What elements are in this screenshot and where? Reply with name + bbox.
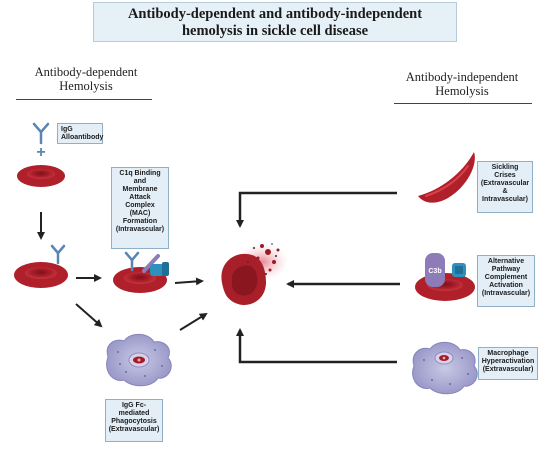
c1q-label-line: (Intravascular) (115, 226, 165, 233)
macrophage-hyperactivation-label: Macrophage Hyperactivation (Extravascula… (478, 347, 538, 380)
alternative-label-line: (Intravascular) (481, 290, 531, 297)
arrow-right-2 (174, 277, 204, 286)
macrophage-right-icon (412, 341, 478, 395)
igg-alloantibody-label: IgG Alloantibody (57, 123, 103, 144)
ruptured-rbc-icon (221, 243, 288, 306)
sickling-crises-label: Sickling Crises (Extravascular & Intrava… (477, 161, 533, 213)
arrow-macrophage (236, 328, 397, 364)
left-heading: Antibody-dependent Hemolysis (16, 65, 156, 93)
igg-fc-phagocytosis-label: IgG Fc- mediated Phagocytosis (Extravasc… (105, 399, 163, 442)
left-heading-line-2: Hemolysis (59, 79, 113, 93)
igg-label-line: Alloantibody (61, 134, 104, 141)
macrophage-label-line: (Extravascular) (482, 366, 534, 373)
alternative-label-line: Pathway (491, 266, 521, 273)
igg-antibody-icon (32, 122, 50, 145)
c1q-label-line: Membrane (122, 186, 158, 193)
arrow-sickling (236, 191, 397, 228)
macrophage-label-line: Macrophage (487, 350, 529, 357)
fc-label-line: Phagocytosis (111, 418, 157, 425)
c1q-label-line: (MAC) (129, 210, 151, 217)
right-heading-rule (394, 103, 532, 104)
rbc-c3b-icon (415, 253, 475, 301)
macrophage-label-line: Hyperactivation (481, 358, 535, 365)
alternative-label-line: Activation (489, 282, 523, 289)
fc-label-line: IgG Fc- (121, 402, 147, 409)
sickling-label-line: Intravascular) (482, 196, 528, 203)
plus-sign: + (36, 144, 45, 161)
alternative-pathway-label: Alternative Pathway Complement Activatio… (477, 255, 535, 307)
right-heading-line-1: Antibody-independent (405, 70, 519, 84)
macrophage-icon (106, 333, 172, 387)
sickle-cell-icon (418, 152, 475, 203)
c3b-label: C3b (428, 268, 441, 275)
sickling-label-line: Crises (494, 172, 516, 179)
sickling-label-line: Sickling (491, 164, 519, 171)
rbc-mac-complex-icon (113, 251, 169, 293)
right-heading: Antibody-independent Hemolysis (392, 70, 532, 98)
c1q-mac-label: C1q Binding and Membrane Attack Complex … (111, 167, 169, 249)
arrow-diag-2 (179, 312, 208, 331)
sickling-label-line: & (502, 188, 508, 195)
c1q-label-line: C1q Binding (119, 170, 161, 177)
fc-label-line: mediated (118, 410, 150, 417)
sickling-label-line: (Extravascular (480, 180, 530, 187)
alternative-label-line: Alternative (487, 258, 525, 265)
left-heading-line-1: Antibody-dependent (34, 65, 138, 79)
title-line-2: hemolysis in sickle cell disease (181, 23, 369, 39)
alternative-label-line: Complement (484, 274, 528, 281)
rbc-icon (17, 165, 65, 187)
fc-label-line: (Extravascular) (108, 426, 160, 433)
c1q-label-line: Formation (122, 218, 158, 225)
left-heading-rule (16, 99, 152, 100)
right-heading-line-2: Hemolysis (435, 84, 489, 98)
arrow-diag-1 (75, 303, 103, 328)
rbc-with-antibody-icon (14, 244, 68, 288)
title-box: Antibody-dependent and antibody-independ… (93, 2, 457, 42)
c1q-label-line: and (133, 178, 147, 185)
title-line-1: Antibody-dependent and antibody-independ… (127, 6, 423, 22)
c1q-label-line: Complex (125, 202, 155, 209)
igg-label-line: IgG (61, 126, 73, 133)
c1q-label-line: Attack (129, 194, 151, 201)
